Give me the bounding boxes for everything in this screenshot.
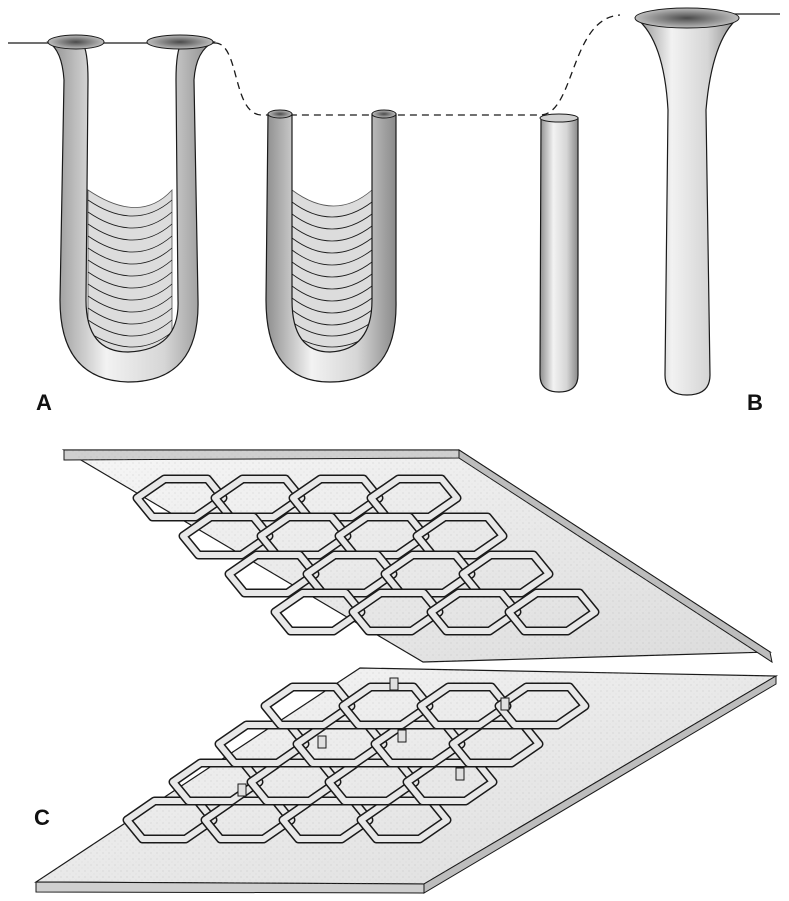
vertical-burrow-funnel — [635, 8, 739, 395]
lower-vertical-shaft-6 — [456, 768, 464, 780]
label-a: A — [36, 390, 52, 415]
lower-vertical-shaft-1 — [390, 678, 398, 690]
vertical-burrow-truncated — [540, 114, 578, 392]
spreite-laminae — [88, 190, 172, 358]
funnel-mouth-left — [48, 35, 104, 49]
label-b: B — [747, 390, 763, 415]
funnel-mouth — [635, 8, 739, 28]
lower-vertical-shaft-3 — [318, 736, 326, 748]
u-burrow-funnel — [48, 35, 214, 382]
spreite-laminae-2 — [292, 190, 372, 357]
funnel-mouth-right — [147, 35, 213, 49]
label-c: C — [34, 805, 50, 830]
lower-vertical-shaft-4 — [398, 730, 406, 742]
lower-vertical-shaft-2 — [501, 698, 509, 710]
lower-vertical-shaft-5 — [238, 784, 246, 796]
u-burrow-truncated — [266, 110, 396, 382]
